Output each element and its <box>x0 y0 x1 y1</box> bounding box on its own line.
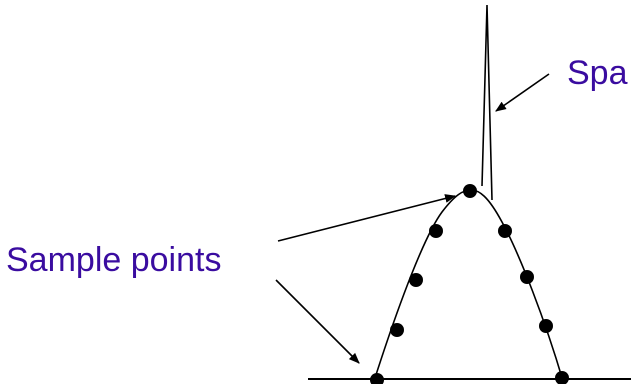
spike-arrow <box>495 73 550 112</box>
sample-points <box>370 184 569 384</box>
sample-point <box>409 273 423 287</box>
sample-point <box>463 184 477 198</box>
sample-point <box>539 319 553 333</box>
sample-arrow-lower <box>275 279 360 364</box>
sample-point <box>370 373 384 384</box>
sample-point <box>498 224 512 238</box>
sample-points-label: Sample points <box>6 241 221 279</box>
spike <box>481 4 493 201</box>
sample-point <box>520 270 534 284</box>
sampled-curve <box>373 189 564 382</box>
spike-label: Spa <box>567 54 628 92</box>
sample-point <box>429 224 443 238</box>
sample-point <box>390 323 404 337</box>
sample-arrow-upper <box>277 194 457 242</box>
sample-point <box>555 371 569 384</box>
